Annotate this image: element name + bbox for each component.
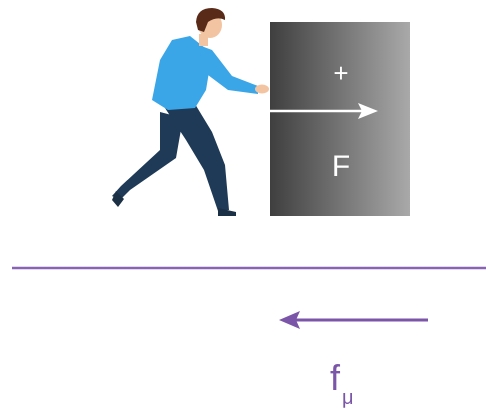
arm: [196, 44, 258, 94]
friction-arrow: [279, 311, 428, 329]
box: + F: [270, 22, 410, 216]
person-pushing-icon: [112, 8, 269, 216]
box-body: [270, 22, 410, 216]
force-label: F: [332, 150, 350, 183]
box-sign-label: +: [333, 58, 348, 88]
friction-subscript: μ: [342, 387, 354, 409]
front-leg: [165, 104, 229, 211]
shirt: [152, 36, 210, 110]
hand: [255, 84, 269, 94]
friction-symbol: f: [330, 357, 341, 398]
friction-label: f μ: [330, 357, 354, 409]
hair: [196, 8, 226, 32]
back-leg: [112, 112, 183, 200]
force-arrow: [270, 103, 378, 119]
